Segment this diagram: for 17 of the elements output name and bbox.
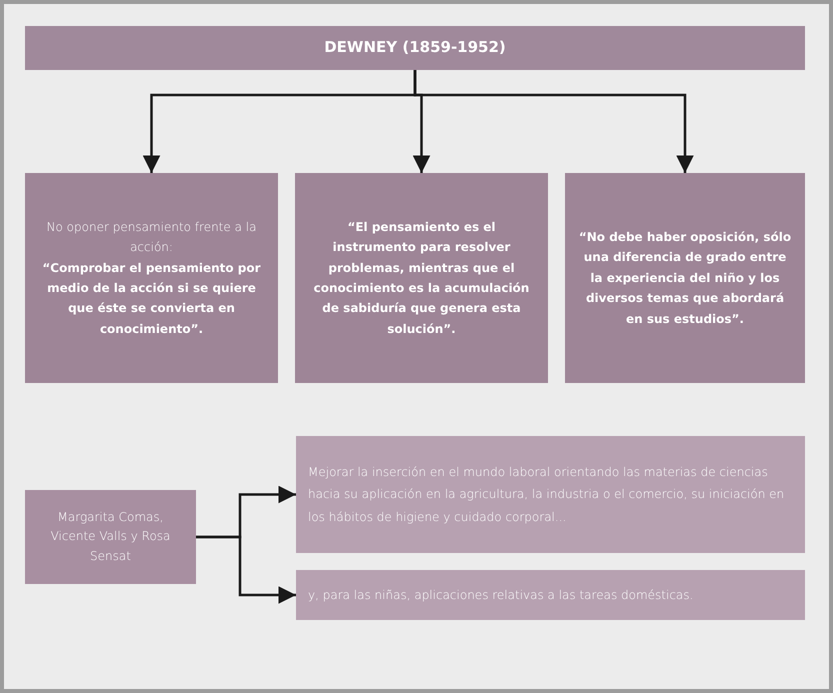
text-box — [25, 490, 196, 584]
title: DEWNEY (1859-1952) — [324, 38, 506, 58]
text-box — [295, 173, 548, 383]
box-text: “Comprobar el pensamiento por medio de la acción si se quiere que éste se convierta en conocimiento”. — [41, 260, 262, 338]
box-text: “El pensamiento es el instrumento para resolver problemas, mientras que el conocimiento es la acumulación de sabiduría que genera esta solución”. — [312, 218, 530, 338]
text-box — [296, 436, 805, 553]
text-box — [565, 173, 805, 383]
box-text: “No debe haber oposición, sólo una diferencia de grado entre la experiencia del niño y los diversos temas que abordará en sus estudios”. — [578, 229, 792, 328]
box-text: Mejorar la inserción en el mundo laboral orientando las materias de ciencias hacia su aplicación en la agricultura, la industria o el comercio, su iniciación en los hábitos de higiene y cuidado corporal... — [308, 464, 786, 526]
box-text: y, para las niñas, aplicaciones relativas a las tareas domésticas. — [308, 587, 694, 604]
title-bar — [25, 26, 805, 70]
text-box — [25, 173, 278, 383]
text-box — [296, 570, 805, 620]
arrow — [414, 70, 694, 173]
arrow — [196, 536, 296, 604]
box-text: No oponer pensamiento frente a la acción: — [46, 218, 258, 256]
box-text: Margarita Comas, Vicente Valls y Rosa Sensat — [50, 509, 172, 565]
